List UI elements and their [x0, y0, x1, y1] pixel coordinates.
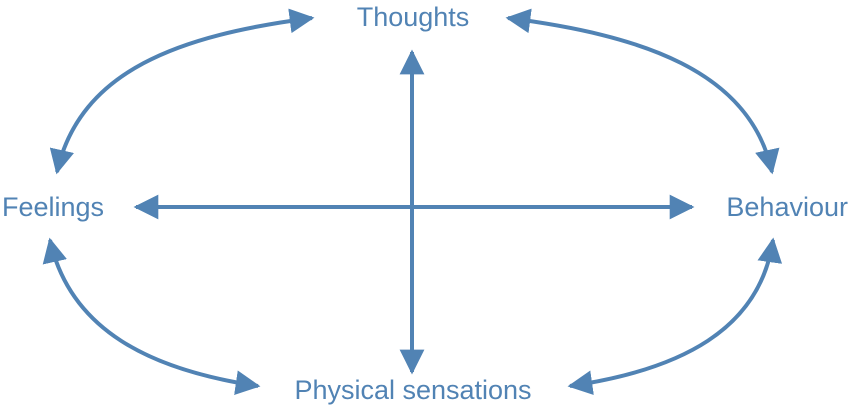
node-behaviour-label: Behaviour [726, 192, 848, 222]
arrow-feelings-physical [42, 237, 261, 395]
arrow-thoughts-behaviour [505, 8, 780, 175]
node-physical-sensations-label: Physical sensations [294, 375, 531, 405]
node-feelings-label: Feelings [2, 192, 104, 222]
arrow-behaviour-physical [567, 237, 783, 396]
arrow-thoughts-feelings [49, 8, 315, 175]
node-thoughts-label: Thoughts [357, 2, 470, 32]
